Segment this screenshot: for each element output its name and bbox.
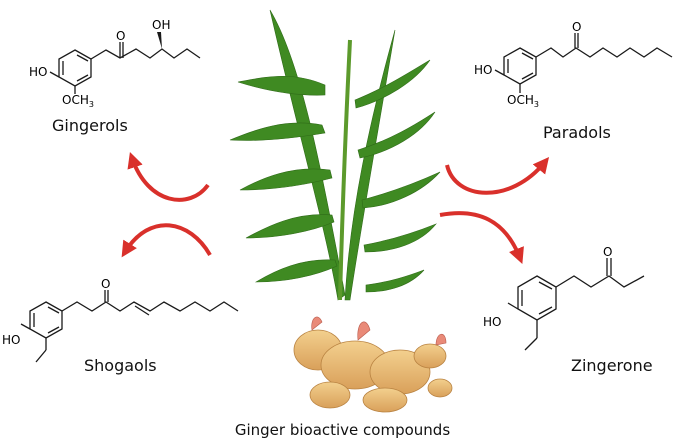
zingerone-o-label: O [603, 245, 612, 259]
arrow-to-paradols [445, 157, 550, 195]
paradol-chain [535, 47, 673, 58]
zingerone-chain [555, 275, 645, 288]
figure-caption: Ginger bioactive compounds [234, 421, 451, 439]
arrow-to-gingerols [127, 151, 210, 202]
paradol-ho-label: HO [474, 63, 492, 77]
paradol-o-label: O [572, 20, 581, 34]
ginger-rhizome [293, 329, 453, 413]
label-paradols: Paradols [543, 123, 611, 142]
arrow-to-shogaols [121, 223, 212, 258]
arrow-to-zingerone [439, 211, 524, 264]
gingerol-oh-label: OH [152, 18, 170, 32]
ginger-shoots [311, 316, 447, 346]
gingerol-wedge [157, 32, 162, 49]
gingerol-ring [58, 49, 92, 87]
label-shogaols: Shogaols [84, 356, 157, 375]
gingerol-o-label: O [116, 29, 125, 43]
zingerone-structure [507, 258, 645, 351]
shogaol-o-label: O [101, 277, 110, 291]
paradol-structure [494, 33, 673, 93]
gingerol-ome-label: OCH3 [62, 93, 94, 109]
shogaol-structure [20, 290, 239, 363]
shogaol-ho-label: HO [2, 333, 20, 347]
shogaol-ring [29, 301, 63, 339]
paradol-ring [503, 47, 537, 85]
gingerol-ho-label: HO [29, 65, 47, 79]
label-zingerone: Zingerone [571, 356, 653, 375]
ginger-leaves [229, 9, 441, 301]
gingerol-structure [49, 32, 201, 94]
ginger-stem [338, 39, 352, 301]
paradol-ome-label: OCH3 [507, 93, 539, 109]
zingerone-ring [517, 275, 557, 321]
ginger-plant [229, 9, 453, 413]
gingerol-chain [90, 48, 201, 60]
shogaol-chain [61, 301, 239, 312]
label-gingerols: Gingerols [52, 116, 128, 135]
zingerone-ho-label: HO [483, 315, 501, 329]
